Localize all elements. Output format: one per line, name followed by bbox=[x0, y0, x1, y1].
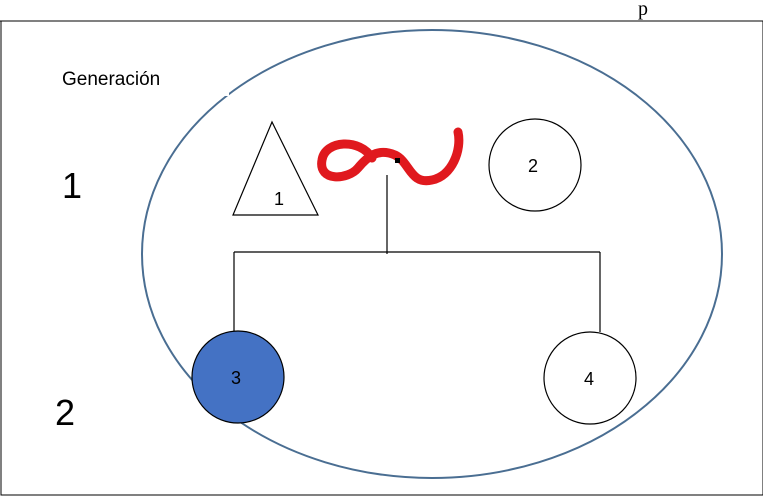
individual-4-label: 4 bbox=[584, 369, 594, 389]
individual-1-label: 1 bbox=[274, 189, 284, 209]
header-cut-text: p bbox=[638, 0, 648, 20]
generation-number-2: 2 bbox=[55, 392, 75, 433]
diagram-frame bbox=[1, 21, 763, 495]
individual-2-label: 2 bbox=[528, 156, 538, 176]
generation-title: Generación bbox=[62, 69, 160, 90]
individual-3: 3 bbox=[192, 331, 284, 423]
individual-4: 4 bbox=[544, 332, 636, 424]
generation-number-1: 1 bbox=[62, 165, 82, 206]
individual-2: 2 bbox=[489, 119, 581, 211]
title-backdrop bbox=[205, 66, 229, 96]
individual-3-label: 3 bbox=[231, 368, 241, 388]
